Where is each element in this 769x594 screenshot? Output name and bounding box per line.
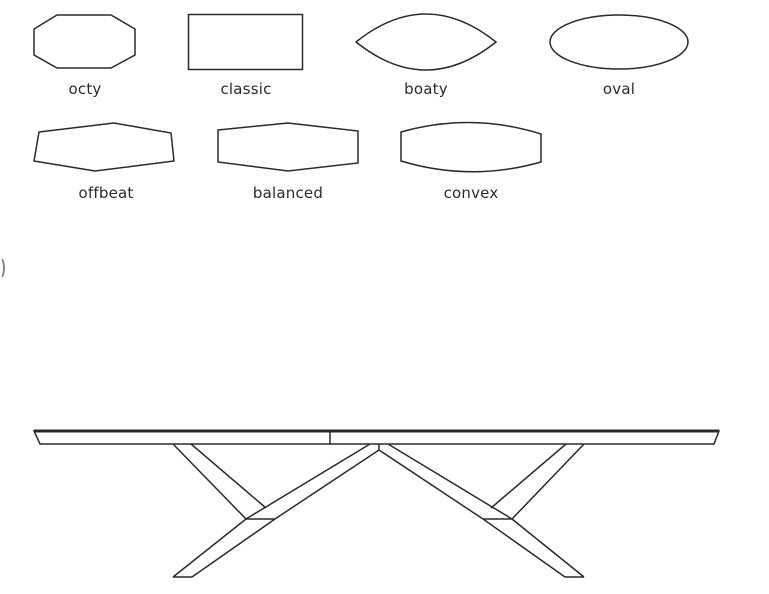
shape-label-offbeat: offbeat: [78, 184, 134, 202]
right-leg-frame: [378, 443, 585, 578]
shape-label-boaty: boaty: [404, 80, 448, 98]
convex-shape-icon: [400, 121, 542, 173]
shape-option-classic[interactable]: classic: [0, 0, 320, 100]
shape-option-convex[interactable]: convex: [0, 0, 560, 210]
shape-option-boaty[interactable]: boaty: [0, 0, 520, 100]
rectangle-shape-icon: [187, 13, 304, 71]
shape-label-classic: classic: [220, 80, 272, 98]
tabletop: [32, 429, 721, 445]
shape-option-oval[interactable]: oval: [0, 0, 720, 100]
edge-partial-mark: [0, 256, 5, 280]
left-leg-frame: [172, 443, 380, 578]
boat-shape-icon: [354, 13, 498, 71]
shape-label-octy: octy: [68, 80, 102, 98]
oval-shape-icon: [549, 14, 689, 70]
shape-option-balanced[interactable]: balanced: [0, 0, 380, 210]
offbeat-shape-icon: [33, 122, 175, 172]
shape-option-octy[interactable]: octy: [0, 0, 160, 100]
balanced-shape-icon: [217, 122, 359, 172]
shape-label-balanced: balanced: [252, 184, 324, 202]
shape-label-convex: convex: [443, 184, 499, 202]
shape-option-offbeat[interactable]: offbeat: [0, 0, 200, 210]
octagon-shape-icon: [33, 14, 136, 69]
shape-label-oval: oval: [602, 80, 636, 98]
